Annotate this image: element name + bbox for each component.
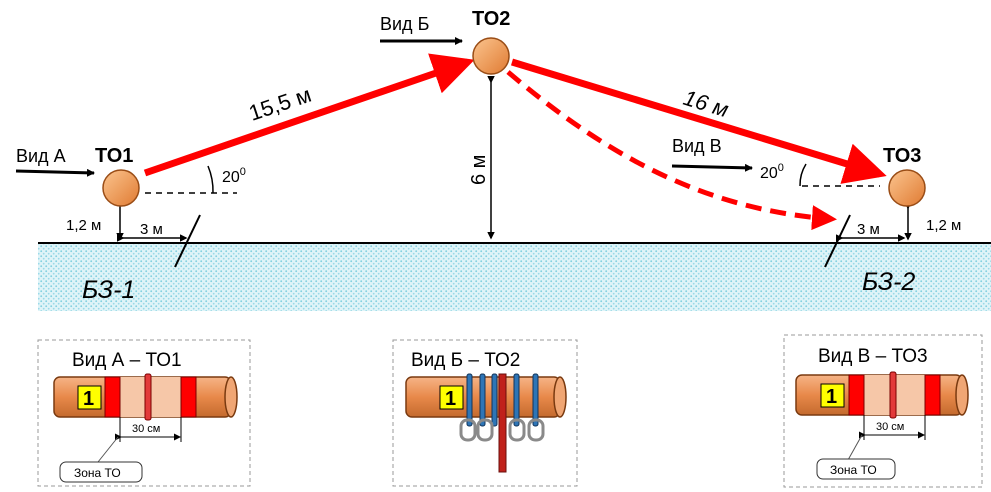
height-label-to2: 6 м bbox=[468, 155, 490, 185]
offset-label-left: 3 м bbox=[140, 221, 163, 238]
sling-b-3 bbox=[491, 373, 498, 427]
callout-line-a bbox=[97, 436, 119, 463]
zone-callout-label-v: Зона ТО bbox=[830, 463, 877, 477]
angle-label-left: 200 bbox=[222, 166, 246, 186]
view-label-v: Вид В bbox=[672, 136, 722, 156]
detail-title-v: Вид В – ТО3 bbox=[818, 346, 928, 367]
rope-to2-to3 bbox=[510, 58, 887, 184]
node-to1 bbox=[102, 169, 140, 207]
sling-b-2 bbox=[479, 373, 486, 427]
node-label-to1: ТО1 bbox=[95, 145, 133, 167]
view-arrow-a bbox=[15, 168, 95, 177]
detail-panel-b: Вид Б – ТО2 1 bbox=[392, 339, 578, 487]
hanging-rope-b bbox=[498, 373, 507, 473]
sling-v bbox=[889, 371, 897, 419]
badge-v bbox=[820, 383, 845, 408]
height-label-right: 1,2 м bbox=[926, 217, 961, 234]
dim-label-a: 30 см bbox=[132, 423, 160, 435]
zone-label-left: БЗ-1 bbox=[82, 276, 135, 304]
badge-b bbox=[439, 385, 464, 410]
badge-label-v: 1 bbox=[826, 386, 837, 408]
node-label-to3: ТО3 bbox=[883, 145, 921, 167]
angle-arc-right bbox=[799, 163, 807, 187]
sling-b-4 bbox=[513, 373, 520, 427]
carabiner-b-1 bbox=[459, 418, 477, 442]
detail-title-b: Вид Б – ТО2 bbox=[411, 350, 520, 371]
sling-b-1 bbox=[466, 373, 473, 427]
red-mark-a-left bbox=[104, 376, 121, 418]
red-mark-v-left bbox=[848, 374, 865, 416]
zone-label-right: БЗ-2 bbox=[862, 268, 915, 296]
node-label-to2: ТО2 bbox=[472, 8, 510, 30]
sling-a bbox=[144, 373, 152, 421]
detail-title-a: Вид А – ТО1 bbox=[72, 350, 182, 371]
view-label-b: Вид Б bbox=[380, 14, 429, 34]
view-arrow-v bbox=[671, 163, 753, 172]
view-label-a: Вид А bbox=[16, 146, 66, 166]
zone-boundary-left bbox=[174, 214, 201, 268]
height-label-left: 1,2 м bbox=[66, 217, 101, 234]
detail-panel-v: Вид В – ТО3 1 30 см Зона ТО bbox=[783, 334, 983, 488]
zone-callout-a bbox=[59, 461, 143, 483]
angle-arc-left bbox=[207, 165, 214, 194]
offset-label-right: 3 м bbox=[857, 221, 880, 238]
carabiner-b-4 bbox=[527, 418, 545, 442]
red-mark-a-right bbox=[180, 376, 197, 418]
rope-to1-to2 bbox=[143, 53, 475, 177]
node-to3 bbox=[888, 169, 926, 207]
dim-label-v: 30 см bbox=[876, 421, 904, 433]
red-mark-v-right bbox=[924, 374, 941, 416]
node-to2 bbox=[472, 37, 510, 75]
detail-panel-a: Вид А – ТО1 1 30 см Зона ТО bbox=[37, 339, 251, 487]
badge-label-b: 1 bbox=[445, 388, 456, 410]
badge-label-a: 1 bbox=[83, 388, 94, 410]
rope-dashed-fall bbox=[506, 70, 837, 231]
sling-b-5 bbox=[532, 373, 539, 427]
carabiner-b-2 bbox=[476, 418, 494, 442]
carabiner-b-3 bbox=[508, 418, 526, 442]
angle-label-right: 200 bbox=[760, 162, 784, 182]
pipe-end-b bbox=[553, 376, 567, 418]
badge-a bbox=[77, 385, 102, 410]
zone-callout-v bbox=[816, 458, 896, 480]
zone-callout-label-a: Зона ТО bbox=[74, 466, 121, 480]
pipe-end-v bbox=[955, 374, 969, 416]
pipe-end-a bbox=[224, 376, 238, 418]
callout-line-v bbox=[847, 434, 863, 461]
